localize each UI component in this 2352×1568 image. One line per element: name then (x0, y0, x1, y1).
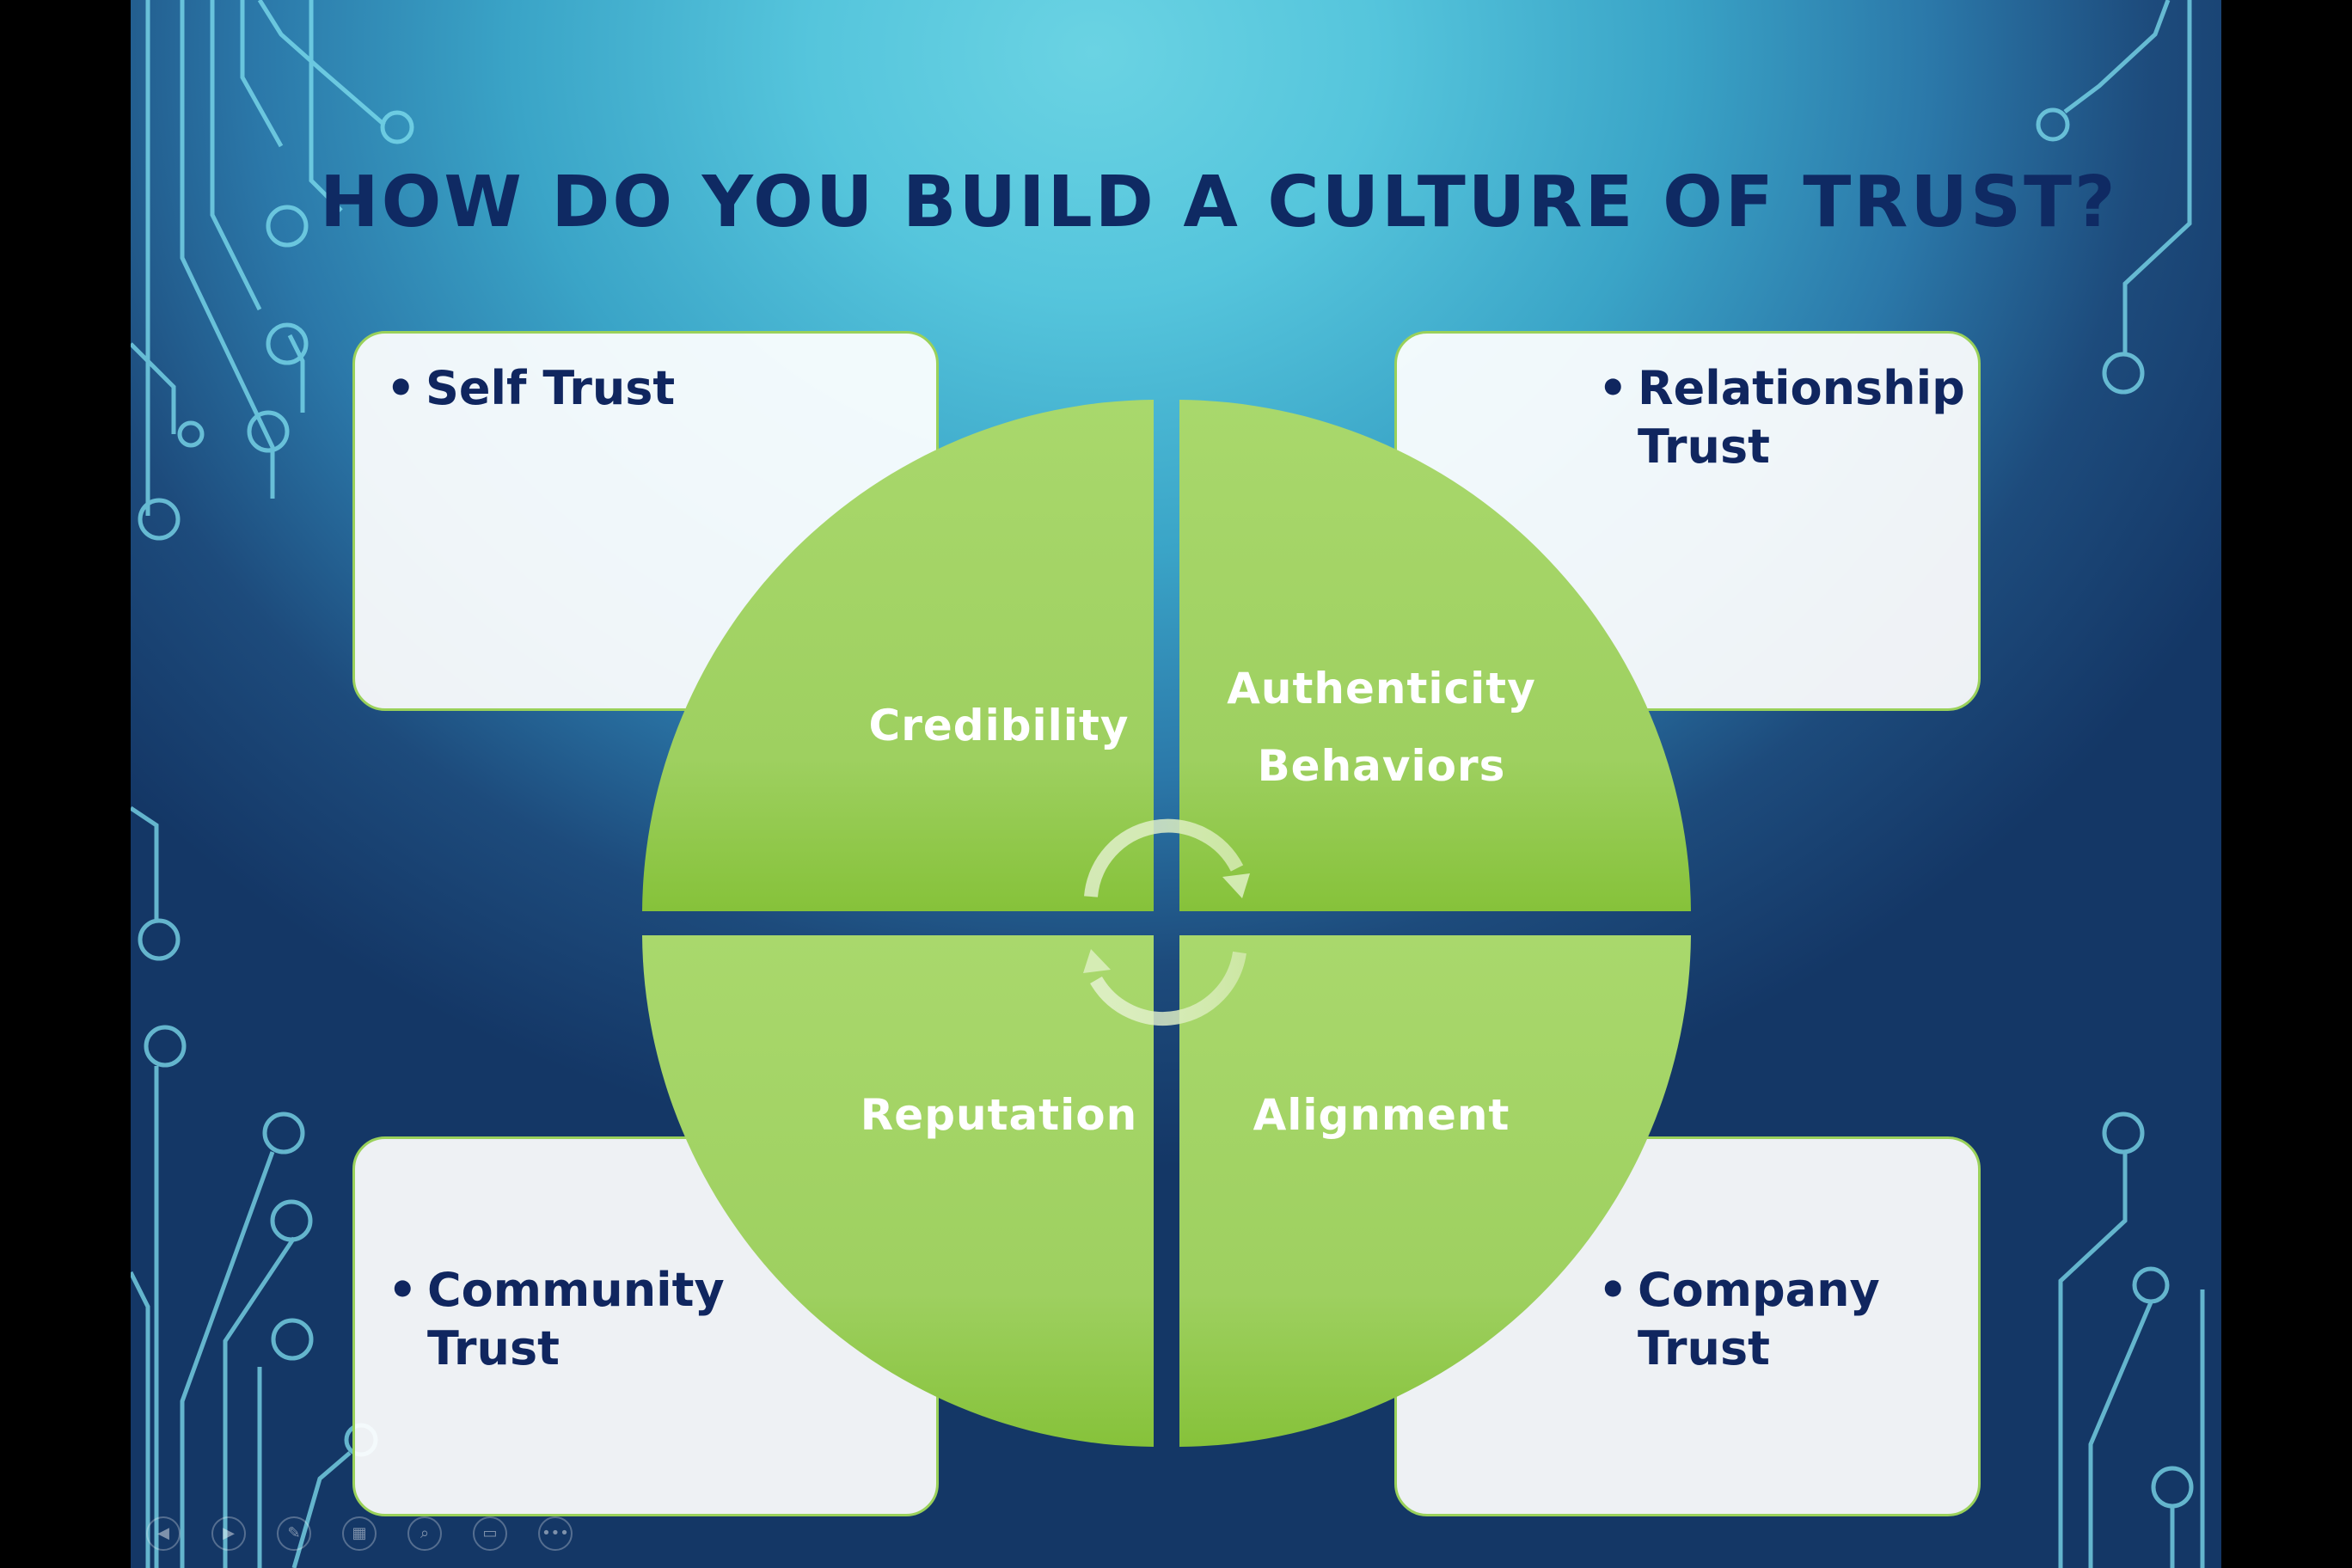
community-trust-line1: Community (427, 1263, 725, 1317)
circular-arrows-icon (1084, 818, 1246, 1026)
slide: HOW DO YOU BUILD A CULTURE OF TRUST? • S… (131, 0, 2221, 1568)
next-slide-button[interactable]: ▶ (211, 1516, 246, 1551)
bullet-marker: • (386, 361, 416, 415)
community-trust-line2: Trust (427, 1321, 560, 1375)
pen-tool-button[interactable]: ✎ (277, 1516, 311, 1551)
slide-title: HOW DO YOU BUILD A CULTURE OF TRUST? (320, 162, 2118, 243)
quadrant-authenticity (1179, 400, 1691, 911)
bullet-marker: • (1598, 361, 1628, 415)
company-trust-line2: Trust (1638, 1321, 1770, 1375)
quadrant-reputation (642, 935, 1154, 1447)
trust-wheel (642, 400, 1691, 1447)
relationship-trust-line1: Relationship (1638, 361, 1965, 415)
authenticity-label: Authenticity (1227, 664, 1536, 714)
credibility-label: Credibility (868, 701, 1130, 750)
relationship-trust-text: • Relationship Trust (1598, 359, 1965, 476)
bullet-marker: • (388, 1263, 418, 1317)
quadrant-credibility (642, 400, 1154, 911)
company-trust-line1: Company (1638, 1263, 1880, 1317)
quadrant-alignment (1179, 935, 1691, 1447)
more-options-button[interactable]: ••• (538, 1516, 573, 1551)
previous-slide-button[interactable]: ◀ (146, 1516, 181, 1551)
circuit-decoration (131, 0, 2205, 1568)
reputation-label: Reputation (860, 1090, 1138, 1140)
self-trust-line1: Self Trust (426, 361, 676, 415)
company-trust-text: • Company Trust (1598, 1261, 1880, 1378)
relationship-trust-line2: Trust (1638, 420, 1770, 474)
zoom-button[interactable]: ⌕ (407, 1516, 442, 1551)
see-all-slides-button[interactable]: ▦ (342, 1516, 377, 1551)
bullet-marker: • (1598, 1263, 1628, 1317)
self-trust-text: • Self Trust (386, 359, 676, 418)
community-trust-text: • Community Trust (388, 1261, 725, 1378)
screen-options-button[interactable]: ▭ (473, 1516, 507, 1551)
behaviors-label: Behaviors (1257, 741, 1506, 791)
alignment-label: Alignment (1253, 1090, 1510, 1140)
